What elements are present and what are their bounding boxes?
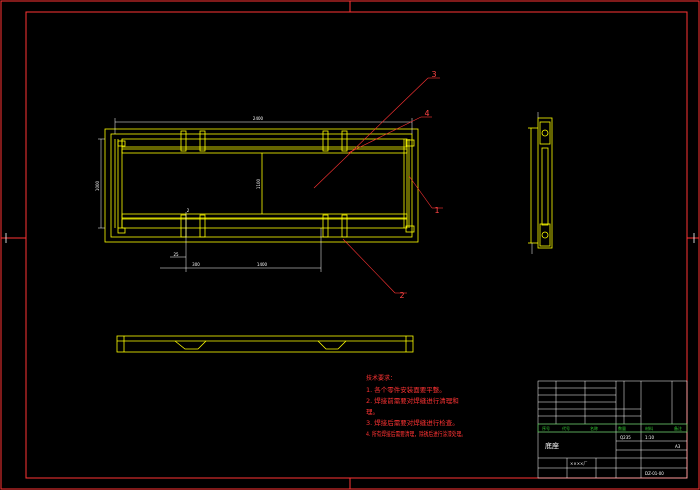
tb-col-6: 备注 bbox=[674, 425, 682, 431]
front-view bbox=[116, 335, 414, 353]
note-3: 3. 焊接后需要对焊缝进行检查。 bbox=[366, 418, 459, 427]
notes-title: 技术要求： bbox=[366, 374, 396, 382]
dim-small-2: 2 bbox=[187, 208, 190, 213]
dim-inner-height: 1100 bbox=[256, 178, 261, 189]
title-block-green-row bbox=[537, 423, 688, 433]
note-2: 2. 焊接前需要对焊缝进行清理和 bbox=[366, 396, 459, 405]
centering-marks bbox=[5, 233, 695, 243]
tb-scale: 1:10 bbox=[645, 435, 654, 440]
balloon-2: 2 bbox=[399, 291, 404, 300]
dimension-lines bbox=[98, 118, 413, 272]
note-4: 4. 所有焊接后需要清理，除锈后进行涂漆处理。 bbox=[366, 429, 466, 438]
tb-col-4: 数量 bbox=[618, 425, 626, 431]
note-2-cont: 理。 bbox=[366, 408, 379, 416]
tb-company: ××××厂 bbox=[570, 461, 587, 466]
dim-overall-length: 2400 bbox=[253, 116, 264, 121]
dim-small-1: 25 bbox=[173, 252, 179, 257]
dim-overall-height: 1000 bbox=[95, 180, 100, 191]
tb-material: Q235 bbox=[620, 435, 631, 440]
note-1: 1. 各个零件安装面要平整。 bbox=[366, 385, 446, 394]
tb-drawing-title: 底座 bbox=[545, 441, 559, 450]
tb-col-2: 代号 bbox=[562, 425, 570, 431]
top-view-frame bbox=[104, 128, 419, 243]
dim-left-offset: 300 bbox=[192, 262, 200, 267]
tb-drawing-no: DZ-01-00 bbox=[645, 471, 664, 476]
tb-col-5: 材料 bbox=[645, 425, 653, 431]
title-block bbox=[537, 380, 688, 479]
balloon-1: 1 bbox=[434, 206, 439, 215]
side-view-ticks bbox=[531, 112, 539, 254]
tb-col-3: 名称 bbox=[590, 425, 598, 431]
leader-lines bbox=[313, 77, 443, 294]
side-view bbox=[528, 117, 553, 249]
tb-col-1: 序号 bbox=[542, 425, 550, 431]
balloon-3: 3 bbox=[431, 70, 436, 79]
balloon-4: 4 bbox=[424, 109, 429, 118]
tb-sheet: A3 bbox=[675, 444, 681, 449]
dim-span: 1400 bbox=[257, 262, 268, 267]
